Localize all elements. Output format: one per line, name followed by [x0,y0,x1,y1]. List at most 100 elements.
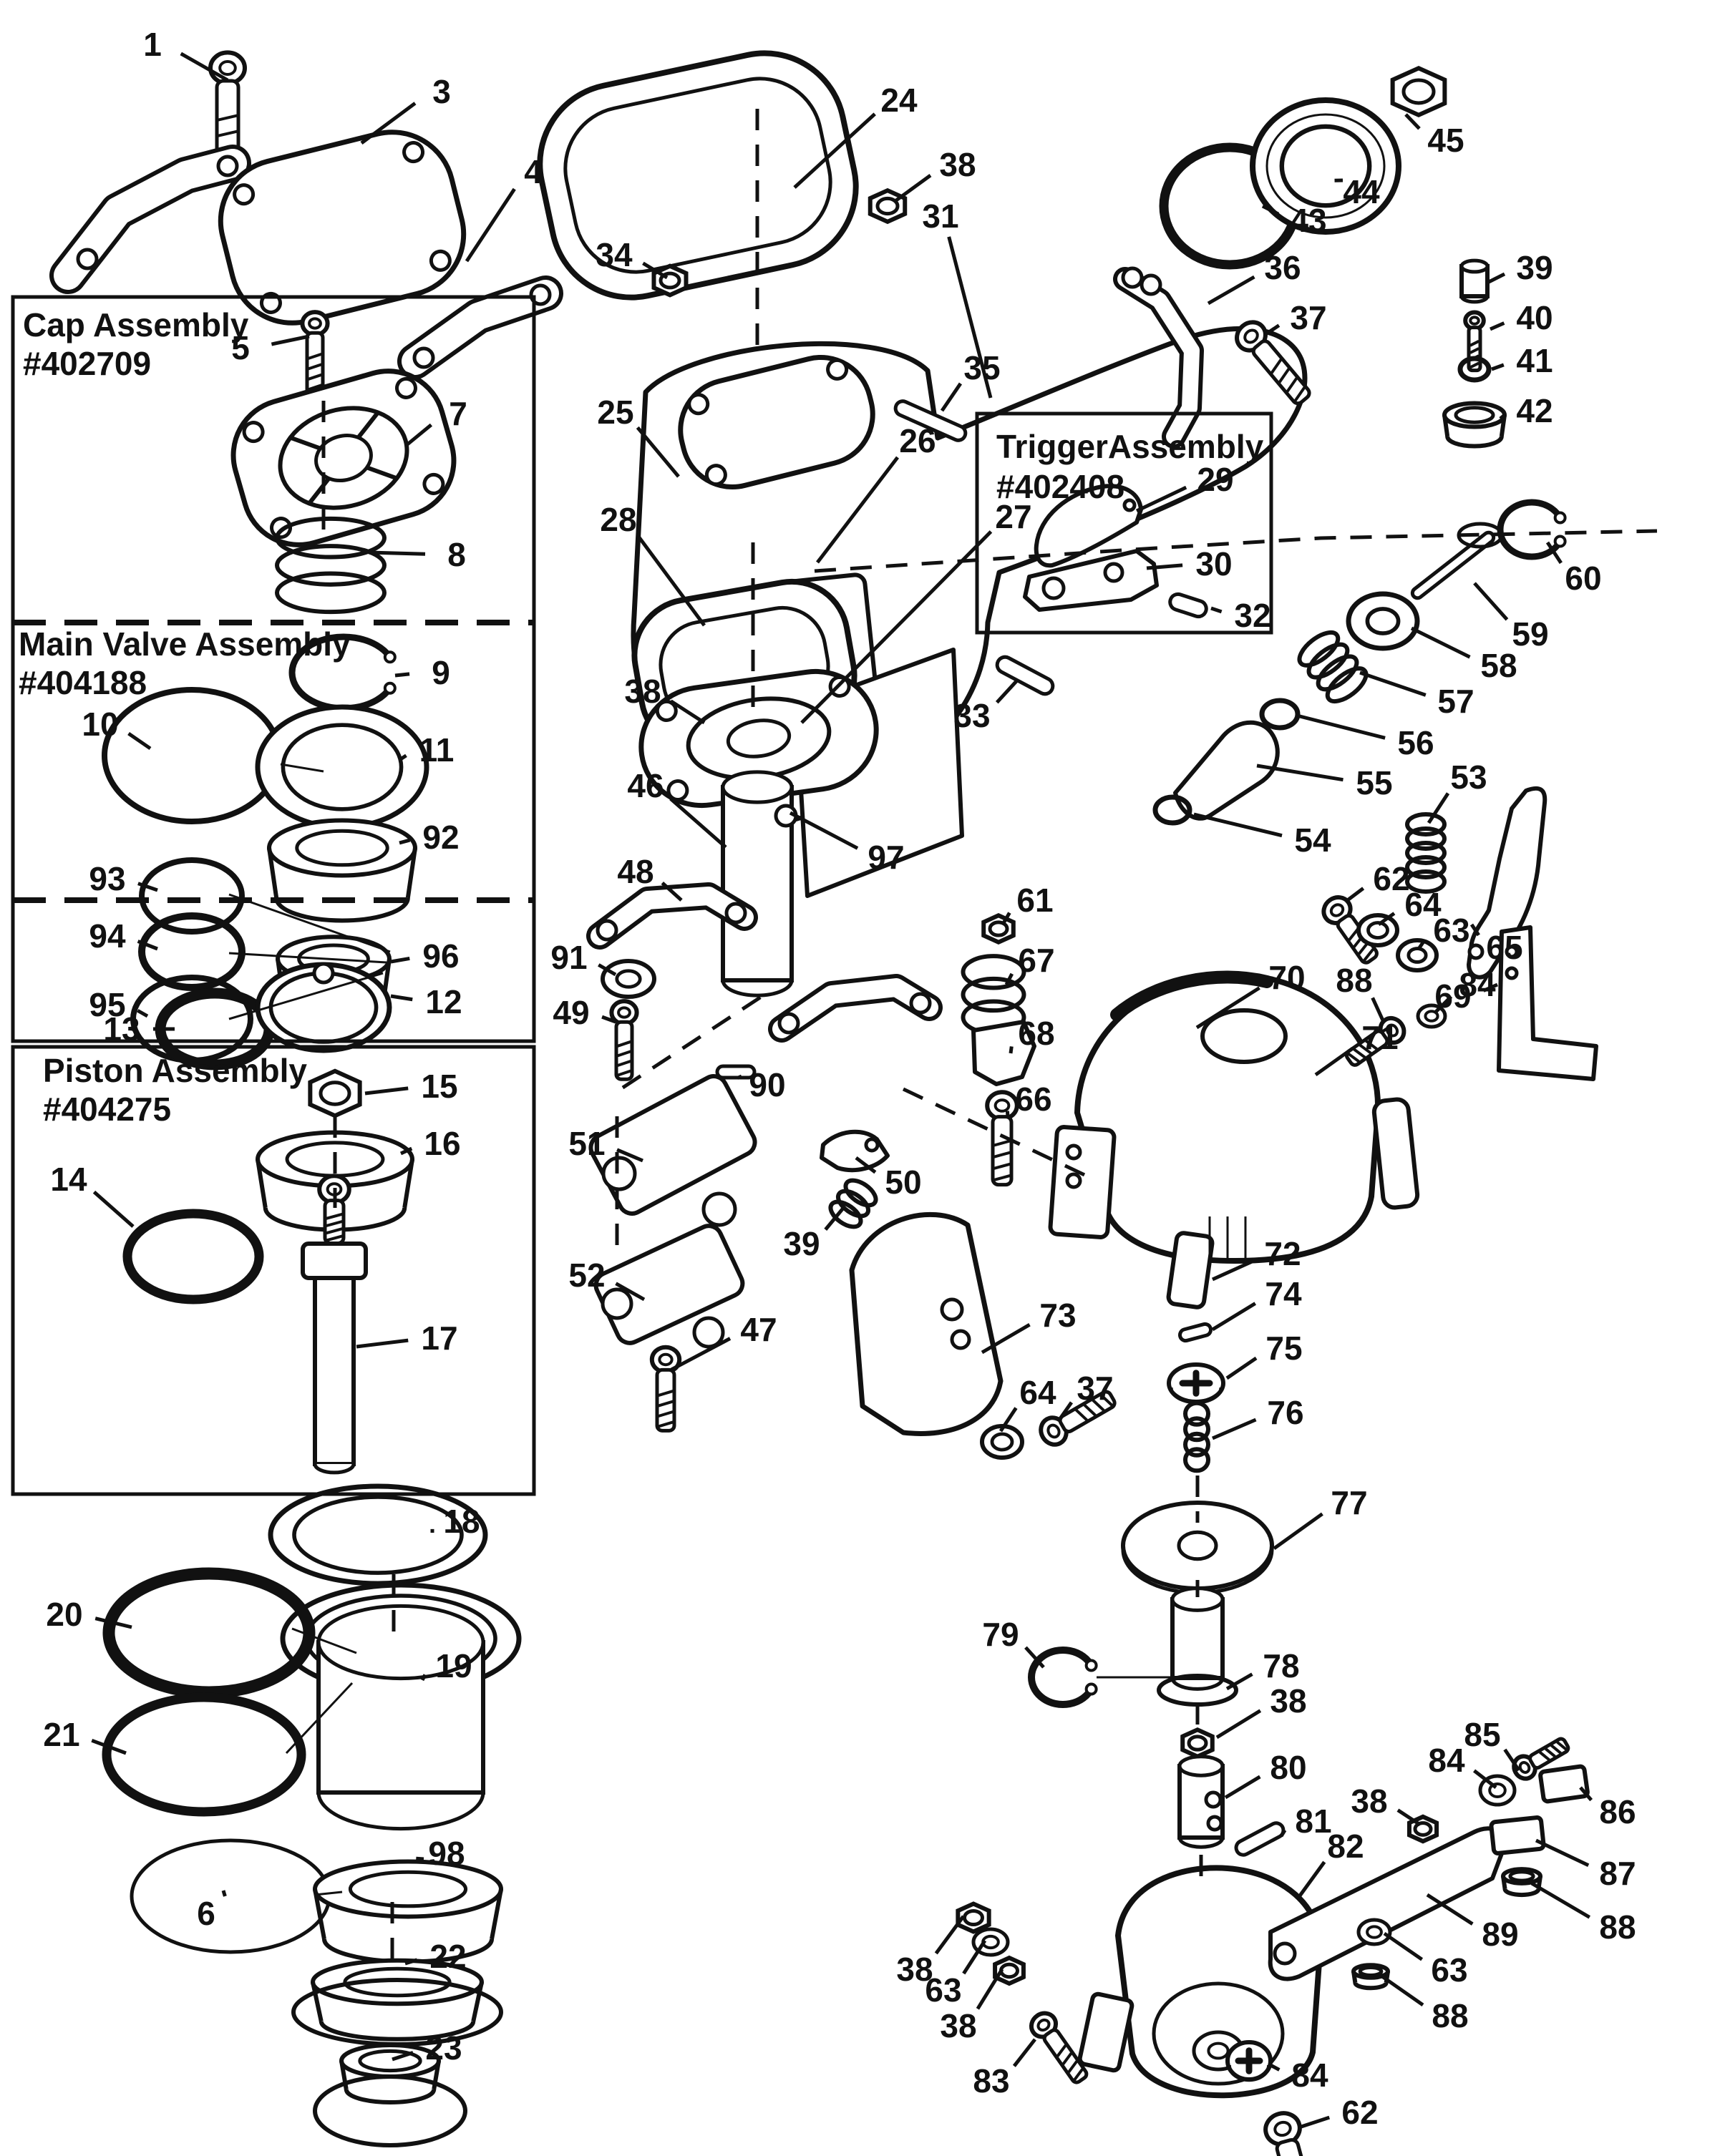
callout-leader-line [1433,995,1453,1015]
part-callout-20: 20 [46,1596,132,1633]
part-callout-49: 49 [553,994,616,1031]
callout-leader-line [934,1915,966,1955]
part-nut-38 [868,187,908,225]
part-callout-33: 33 [953,680,1018,734]
part-callout-40: 40 [1489,299,1553,336]
callout-number: 6 [197,1895,215,1932]
assembly-label: Piston Assembly [43,1052,307,1089]
part-valve-cup-92 [267,818,417,923]
callout-leader-line [137,940,158,951]
part-o-ring-20 [102,1567,316,1699]
callout-leader-line [1269,2063,1281,2072]
callout-number: 10 [82,706,118,743]
part-nut-61 [981,912,1016,945]
assembly-label: Cap Assembly [23,306,249,343]
part-bracket-hole [1065,1143,1082,1161]
callout-leader-line [1210,606,1223,614]
callout-leader-line [601,1015,616,1024]
callout-number: 87 [1599,1855,1636,1892]
part-callout-11: 11 [398,731,454,769]
callout-leader-line [1207,275,1255,306]
callout-number: 89 [1482,1916,1518,1953]
part-callout-64: 64 [999,1374,1056,1433]
callout-leader-line [789,811,859,850]
callout-number: 27 [995,498,1031,535]
callout-leader-line [1224,1775,1261,1800]
callout-number: 42 [1516,392,1553,429]
part-callout-42: 42 [1499,392,1553,429]
callout-leader-line [1005,1111,1010,1117]
install-reference-line [228,952,387,964]
part-callout-84: 84 [1433,966,1496,1015]
part-spring-76 [1183,1400,1210,1473]
callout-leader-line [1545,541,1563,565]
callout-number: 8 [447,536,466,573]
callout-leader-line [1261,204,1280,216]
part-bumper-19-body [316,1604,485,1831]
part-callout-5: 5 [231,329,310,366]
install-reference-line [314,1891,343,1896]
callout-number: 58 [1480,647,1517,684]
part-callout-46: 46 [627,767,727,849]
callout-number: 15 [421,1068,457,1105]
part-callout-47: 47 [670,1311,777,1372]
part-cap-44-thread [1265,113,1386,219]
part-body-25-opening [678,354,875,490]
part-callout-62: 62 [1344,860,1410,903]
part-callout-36: 36 [1207,249,1301,306]
part-retaining-clip-79 [1028,1647,1098,1708]
part-callout-78: 78 [1225,1647,1300,1691]
part-callout-38: 38 [895,146,976,203]
part-screw-88u [1344,1015,1406,1067]
callout-number: 70 [1268,959,1305,996]
part-gasket-24 [537,50,859,301]
callout-leader-line [947,236,993,399]
part-valve-stem-59 [1410,530,1496,600]
part-guard-73 [849,1211,1004,1436]
callout-number: 16 [424,1125,460,1162]
callout-number: 93 [89,860,125,897]
part-callout-70: 70 [1195,959,1306,1030]
assembly-label: #402709 [23,345,151,382]
part-bracket-hole-2 [1065,1172,1082,1189]
part-base-82-wheel [1152,1981,1285,2086]
part-callout-72: 72 [1211,1235,1301,1282]
callout-number: 38 [940,2007,976,2044]
part-valve-55 [1173,720,1280,821]
callout-number: 62 [1373,860,1409,897]
callout-number: 39 [783,1225,820,1262]
part-pin-33 [995,655,1055,696]
part-bumper-23-top [339,2043,441,2104]
callout-number: 76 [1267,1394,1303,1431]
part-part-39r [1459,258,1490,304]
callout-leader-line [1383,1931,1424,1961]
part-callout-63: 63 [925,1939,987,2009]
part-callout-85: 85 [1464,1716,1521,1772]
callout-number: 78 [1263,1647,1299,1684]
part-bushing-64r [1356,913,1399,947]
part-callout-61: 61 [1001,882,1054,925]
part-callout-38: 38 [896,1915,966,1988]
part-callout-79: 79 [982,1616,1045,1669]
callout-number: 1 [143,26,162,63]
part-callout-13: 13 [103,1010,175,1048]
callout-number: 23 [425,2029,462,2067]
callout-leader-line [1469,923,1480,937]
callout-leader-line [1404,113,1421,130]
callout-leader-line [1359,670,1427,697]
part-callout-88: 88 [1530,1881,1636,1946]
part-spring-57 [1297,630,1369,704]
callout-number: 36 [1264,249,1301,286]
install-reference-line [228,972,384,1020]
callout-number: 88 [1336,962,1372,999]
part-callout-96: 96 [390,937,460,975]
part-callout-55: 55 [1256,764,1393,801]
part-callout-7: 7 [405,395,467,447]
callout-number: 38 [896,1951,933,1988]
part-spring-8 [275,516,387,615]
part-bracket-69-hole-2 [1505,966,1519,980]
callout-number: 40 [1516,299,1553,336]
callout-leader-line [1211,1302,1257,1332]
part-callout-92: 92 [399,819,460,856]
